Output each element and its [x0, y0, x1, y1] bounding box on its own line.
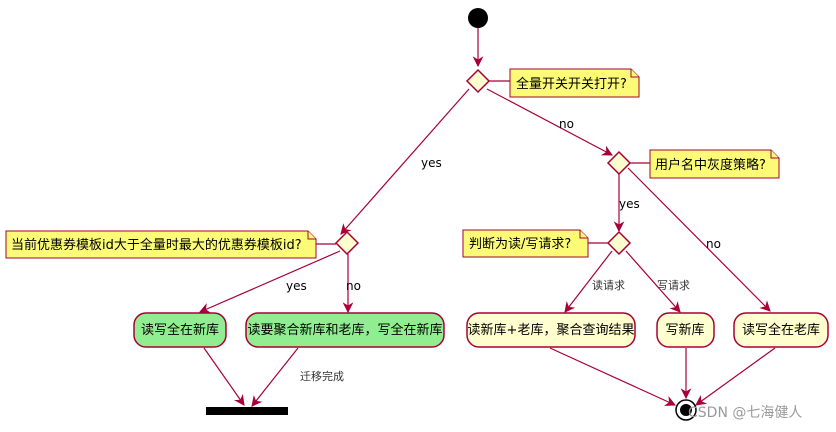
activity-write-new: 写新库 — [656, 312, 715, 348]
edge-label-no-template: no — [346, 279, 361, 293]
activity-read-both-text: 读新库+老库，聚合查询结果 — [468, 322, 635, 338]
decision-gray-strategy — [606, 150, 632, 176]
activity-read-both: 读新库+老库，聚合查询结果 — [466, 312, 636, 348]
edge-label-no-gray: no — [706, 237, 721, 251]
edge-d3-rwnew — [199, 250, 341, 314]
edge-aggregate-bar — [251, 347, 299, 407]
edge-label-yes-left: yes — [421, 156, 442, 170]
edge-label-yes-gray: yes — [619, 197, 640, 211]
activity-rw-old-text: 读写全在老库 — [742, 322, 820, 338]
edge-d1-d3 — [340, 88, 470, 235]
activity-rw-old: 读写全在老库 — [733, 312, 829, 348]
decision-read-write — [606, 230, 632, 256]
note-full-switch: 全量开关开关打开? — [509, 68, 640, 98]
note-full-switch-text: 全量开关开关打开? — [516, 76, 627, 92]
activity-rw-new-text: 读写全在新库 — [141, 322, 219, 338]
edge-label-yes-template: yes — [286, 279, 307, 293]
edge-label-no-right: no — [559, 117, 574, 131]
edge-d1-d2 — [486, 88, 613, 156]
note-gray-strategy-text: 用户名中灰度策略? — [655, 157, 766, 173]
edge-label-migrated: 迁移完成 — [300, 369, 344, 383]
note-gray-strategy: 用户名中灰度策略? — [649, 149, 780, 179]
note-read-write: 判断为读/写请求? — [462, 229, 589, 258]
activity-aggregate: 读要聚合新库和老库，写全在新库 — [245, 312, 445, 348]
edge-label-write-req: 写请求 — [657, 279, 690, 292]
edge-readboth-end — [549, 347, 676, 406]
sync-bar — [206, 407, 288, 415]
note-read-write-text: 判断为读/写请求? — [469, 237, 571, 252]
edge-label-read-req: 读请求 — [592, 278, 625, 292]
activity-write-new-text: 写新库 — [665, 322, 704, 338]
edge-d4-readboth — [564, 250, 613, 313]
edge-rwold-end — [695, 347, 776, 406]
activity-aggregate-text: 读要聚合新库和老库，写全在新库 — [247, 322, 442, 338]
decision-full-switch — [465, 68, 491, 94]
decision-template-id — [334, 230, 360, 256]
note-template-id-text: 当前优惠券模板id大于全量时最大的优惠券模板id? — [11, 237, 302, 253]
activity-rw-new: 读写全在新库 — [133, 312, 227, 348]
edge-rwnew-bar — [203, 347, 245, 406]
start-node — [468, 8, 488, 28]
edge-d2-rwold — [627, 167, 771, 312]
end-node — [675, 399, 697, 421]
note-template-id: 当前优惠券模板id大于全量时最大的优惠券模板id? — [5, 230, 317, 259]
edge-d4-writenew — [625, 250, 681, 313]
watermark: CSDN @七海健人 — [688, 405, 802, 421]
